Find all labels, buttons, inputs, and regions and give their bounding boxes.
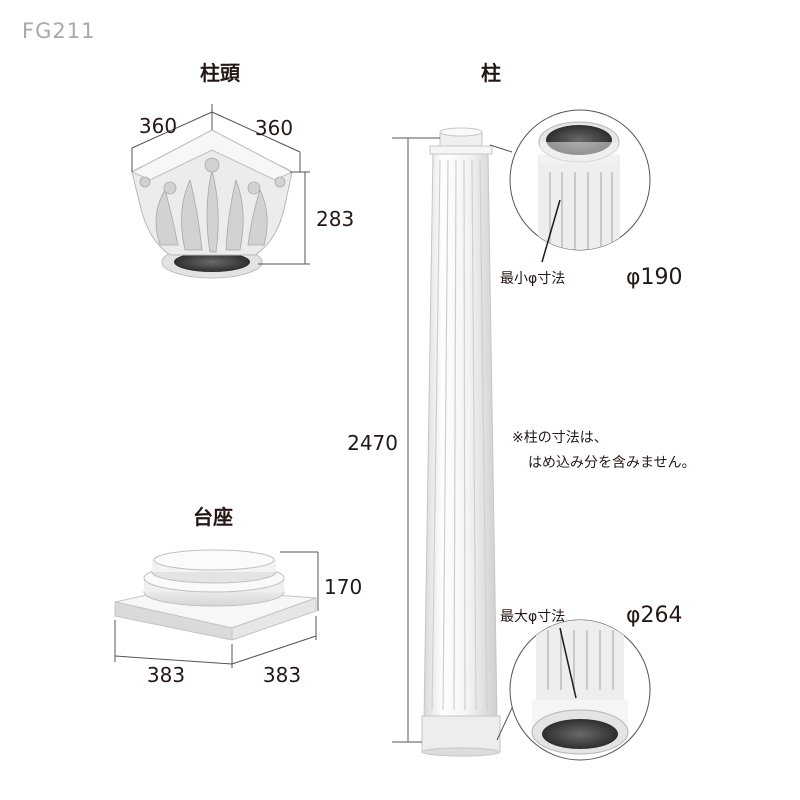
column-bottom-detail xyxy=(496,619,651,761)
base-image xyxy=(114,549,317,641)
base-height: 170 xyxy=(324,575,362,599)
capital-width-a: 360 xyxy=(139,114,177,138)
capital-title: 柱頭 xyxy=(200,61,241,85)
column-min-value: φ190 xyxy=(626,265,683,290)
column-top-detail xyxy=(489,109,651,263)
column-title: 柱 xyxy=(481,61,501,85)
column-note-line2: はめ込み分を含みません。 xyxy=(528,455,696,471)
base-dimension-lines xyxy=(114,551,319,668)
capital-dimension-lines xyxy=(131,104,310,265)
column-min-label: 最小φ寸法 xyxy=(500,271,565,287)
capital-image xyxy=(130,129,294,279)
capital-height: 283 xyxy=(316,207,354,231)
product-code: FG211 xyxy=(22,19,95,43)
base-width-b: 383 xyxy=(263,663,301,687)
column-length: 2470 xyxy=(347,431,398,455)
base-width-a: 383 xyxy=(147,663,185,687)
column-image xyxy=(421,127,501,757)
column-note-line1: ※柱の寸法は、 xyxy=(512,430,608,446)
column-max-value: φ264 xyxy=(626,603,683,628)
column-max-label: 最大φ寸法 xyxy=(500,609,565,625)
capital-width-b: 360 xyxy=(255,116,293,140)
column-dimension-lines xyxy=(392,137,440,743)
base-title: 台座 xyxy=(193,505,233,529)
